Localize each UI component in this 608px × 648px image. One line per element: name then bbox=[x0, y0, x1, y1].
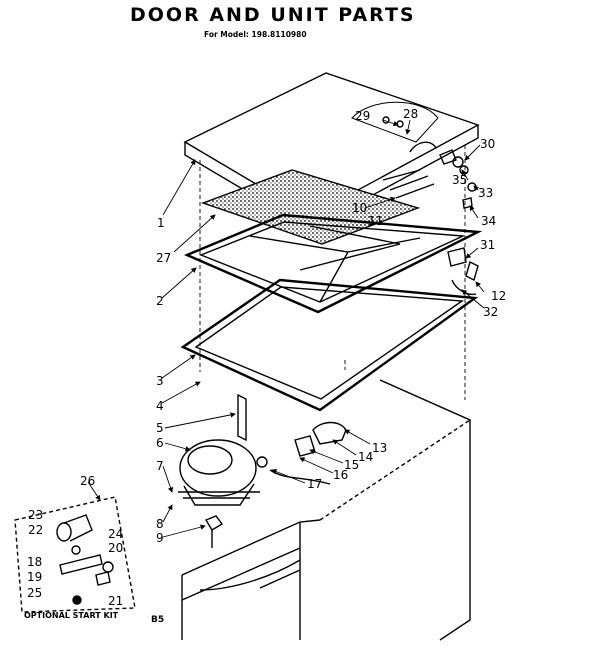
compressor bbox=[178, 439, 260, 506]
callout-26: 26 bbox=[80, 474, 95, 488]
drain-tube bbox=[237, 393, 247, 442]
callout-18: 18 bbox=[27, 555, 42, 569]
callout-14: 14 bbox=[358, 450, 373, 464]
callout-27: 27 bbox=[156, 251, 171, 265]
optional-start-kit-label: OPTIONAL START KIT bbox=[24, 611, 119, 620]
callout-23: 23 bbox=[28, 508, 43, 522]
cabinet-body bbox=[181, 379, 471, 641]
callout-21: 21 bbox=[108, 594, 123, 608]
diagram-title: DOOR AND UNIT PARTS bbox=[130, 4, 416, 26]
callout-31: 31 bbox=[480, 238, 495, 252]
callout-7: 7 bbox=[156, 459, 164, 473]
callout-24: 24 bbox=[108, 527, 123, 541]
mounting-grommet bbox=[204, 515, 224, 531]
callout-13: 13 bbox=[372, 441, 387, 455]
callout-5: 5 bbox=[156, 421, 164, 435]
callout-34: 34 bbox=[481, 214, 496, 228]
page-code: B5 bbox=[151, 615, 165, 625]
callout-32: 32 bbox=[483, 305, 498, 319]
callout-20: 20 bbox=[108, 541, 123, 555]
callout-8: 8 bbox=[156, 517, 164, 531]
callout-15: 15 bbox=[344, 458, 359, 472]
callout-17: 17 bbox=[307, 477, 322, 491]
callout-10: 10 bbox=[352, 201, 367, 215]
door-gasket bbox=[180, 278, 479, 412]
callout-16: 16 bbox=[333, 468, 348, 482]
callout-22: 22 bbox=[28, 523, 43, 537]
start-kit-box bbox=[14, 496, 136, 613]
callout-12: 12 bbox=[491, 289, 506, 303]
callout-35: 35 bbox=[452, 173, 467, 187]
callout-3: 3 bbox=[156, 374, 164, 388]
insulation-panel bbox=[200, 169, 421, 245]
callout-25: 25 bbox=[27, 586, 42, 600]
callout-9: 9 bbox=[156, 531, 164, 545]
callout-19: 19 bbox=[27, 570, 42, 584]
callout-1: 1 bbox=[157, 216, 165, 230]
callout-33: 33 bbox=[478, 186, 493, 200]
callout-4: 4 bbox=[156, 399, 164, 413]
callout-labels: 1 2 3 4 5 6 7 8 9 10 11 12 13 14 15 16 1… bbox=[24, 107, 506, 620]
callout-2: 2 bbox=[156, 294, 164, 308]
callout-6: 6 bbox=[156, 436, 164, 450]
callout-28: 28 bbox=[403, 107, 418, 121]
callout-29: 29 bbox=[355, 109, 370, 123]
callout-30: 30 bbox=[480, 137, 495, 151]
leader-lines bbox=[87, 119, 485, 538]
model-number: For Model: 198.8110980 bbox=[204, 30, 307, 39]
door-liner bbox=[183, 213, 483, 314]
callout-11: 11 bbox=[368, 214, 383, 228]
